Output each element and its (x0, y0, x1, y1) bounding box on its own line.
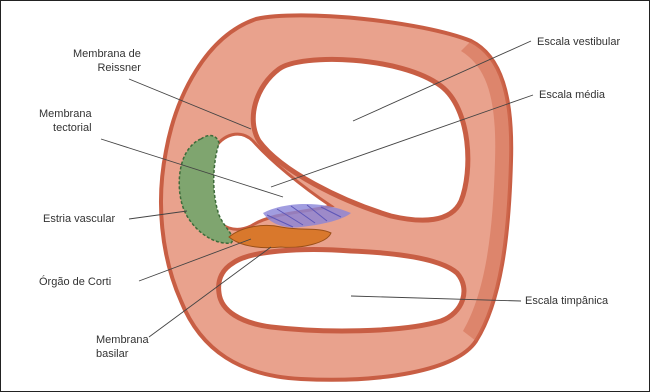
label-escala-vestibular: Escala vestibular (537, 35, 620, 49)
label-membrana-tectorial: Membrana tectorial (39, 107, 92, 135)
label-membrana-reissner: Membrana de Reissner (73, 47, 141, 75)
scala-tympani-cavity (219, 250, 464, 331)
label-orgao-corti: Órgão de Corti (39, 275, 111, 289)
label-escala-media: Escala média (539, 88, 605, 102)
label-estria-vascular: Estria vascular (43, 212, 115, 226)
label-escala-timpanica: Escala timpânica (525, 294, 608, 308)
label-membrana-basilar: Membrana basilar (96, 333, 149, 361)
